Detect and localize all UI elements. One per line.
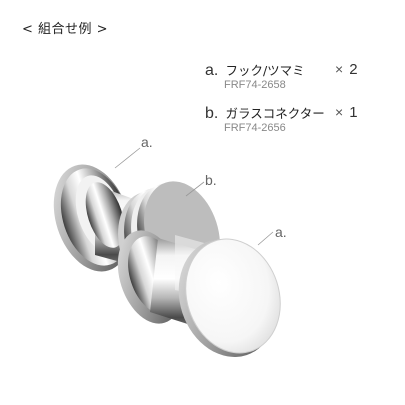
callout-label-right-knob: a.: [275, 224, 287, 240]
part-entry-b: b. ガラスコネクター FRF74-2656 ×1: [205, 103, 358, 134]
part-quantity: ×2: [335, 61, 358, 78]
callout-label-left-knob: a.: [141, 134, 153, 150]
part-name: ガラスコネクター: [225, 106, 325, 121]
part-code: FRF74-2656: [224, 122, 286, 134]
right-knob: [117, 230, 281, 357]
part-code: FRF74-2658: [224, 79, 286, 91]
part-quantity: ×1: [335, 104, 358, 121]
multiply-sign: ×: [335, 61, 344, 77]
callout-leaders: [114, 147, 274, 246]
part-entry-a: a. フック/ツマミ FRF74-2658 ×2: [205, 60, 358, 91]
part-letter: a.: [205, 62, 219, 79]
section-heading: < 組合せ例 >: [22, 22, 109, 37]
part-letter: b.: [205, 105, 219, 122]
quantity-value: 1: [349, 104, 358, 121]
part-name: フック/ツマミ: [225, 63, 305, 78]
multiply-sign: ×: [335, 104, 344, 120]
quantity-value: 2: [349, 61, 358, 78]
callout-label-connector: b.: [205, 172, 217, 188]
